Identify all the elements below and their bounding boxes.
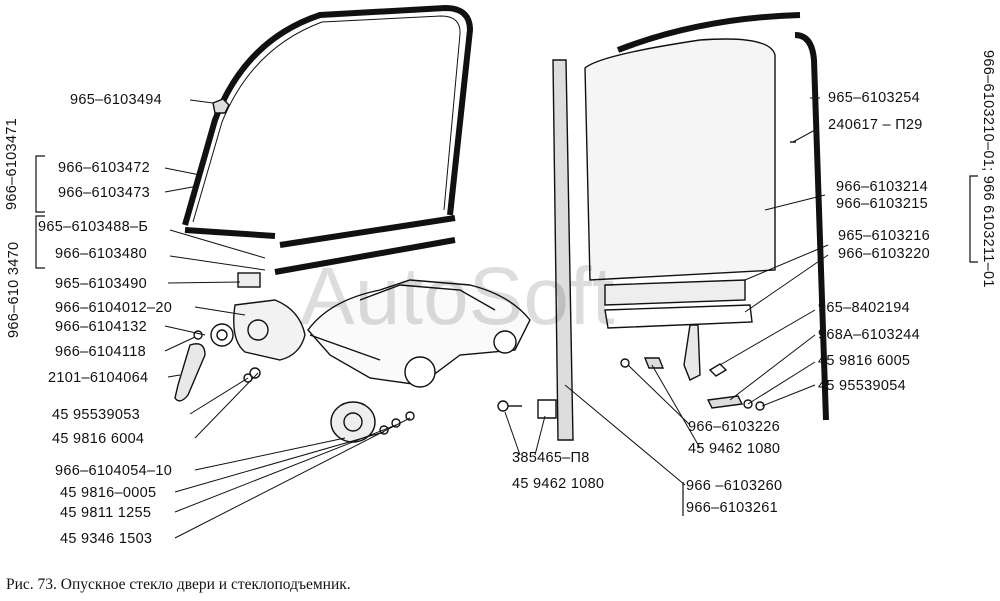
- label-45-9462-1080-left: 45 9462 1080: [512, 476, 605, 492]
- guide-rail: [552, 59, 574, 441]
- label-45-9816-0005: 45 9816–0005: [60, 485, 157, 501]
- label-45-9816-6005: 45 9816 6005: [818, 353, 911, 369]
- label-965-6103494: 965–6103494: [70, 92, 163, 108]
- glass-top-strip: [616, 12, 801, 53]
- channel-strip-upper: [279, 215, 456, 248]
- run-channel: [794, 32, 829, 421]
- guide-rail-bracket: [537, 399, 557, 419]
- label-45-9811-1255: 45 9811 1255: [60, 505, 152, 521]
- label-2101-6104064: 2101–6104064: [48, 370, 149, 386]
- vertical-label-966-6103471: 966–6103471: [4, 117, 20, 210]
- label-966-6104132: 966–6104132: [55, 319, 148, 335]
- label-965-8402194: 965–8402194: [818, 300, 911, 316]
- label-965-6103488b: 965–6103488–Б: [38, 219, 149, 235]
- vertical-label-966-6103210: 966–6103210–01; 966 6103211–01: [980, 50, 996, 288]
- label-965-6103216: 965–6103216: [838, 228, 931, 244]
- window-regulator: [233, 299, 306, 361]
- label-966-6103215: 966–6103215: [836, 196, 929, 212]
- label-966-6103472: 966–6103472: [58, 160, 151, 176]
- label-965-6103490: 965–6103490: [55, 276, 148, 292]
- vent-window-frame: [182, 4, 474, 226]
- channel-strip-lower: [274, 237, 456, 275]
- label-385465-p8: 385465–П8: [512, 450, 590, 466]
- vertical-label-966-6103470: 966–610 3470: [6, 241, 22, 338]
- label-45-95539053: 45 95539053: [52, 407, 140, 423]
- label-45-9346-1503: 45 9346 1503: [60, 531, 153, 547]
- label-965-6103254: 965–6103254: [828, 90, 921, 106]
- label-240617-p29: 240617 – П29: [828, 117, 923, 133]
- label-966-6103261: 966–6103261: [686, 500, 779, 516]
- bottom-stop: [706, 395, 744, 409]
- label-966-6103214: 966–6103214: [836, 179, 929, 195]
- label-966-6104118: 966–6104118: [55, 344, 146, 360]
- vent-window-seal: [184, 227, 276, 239]
- car-body: [307, 279, 531, 386]
- label-966-6103220: 966–6103220: [838, 246, 931, 262]
- figure-caption: Рис. 73. Опускное стекло двери и стеклоп…: [6, 576, 351, 593]
- block-part: [237, 272, 261, 288]
- label-966-6104054-10: 966–6104054–10: [55, 463, 173, 479]
- glass-bottom-channel: [604, 279, 746, 306]
- label-968a-6103244: 968А–6103244: [818, 327, 920, 343]
- door-glass: [584, 38, 776, 281]
- label-45-9462-1080-right: 45 9462 1080: [688, 441, 781, 457]
- label-966-6103473: 966–6103473: [58, 185, 151, 201]
- label-45-9816-6004: 45 9816 6004: [52, 431, 145, 447]
- label-966-6103260: 966 –6103260: [686, 478, 783, 494]
- clip-part: [212, 98, 230, 114]
- label-966-6103226: 966–6103226: [688, 419, 781, 435]
- crank-handle: [174, 343, 206, 402]
- label-966-6103480: 966–6103480: [55, 246, 148, 262]
- lift-pad: [643, 357, 665, 369]
- label-966-6104012-20: 966–6104012–20: [55, 300, 173, 316]
- lift-bracket: [683, 324, 701, 381]
- label-45-95539054: 45 95539054: [818, 378, 906, 394]
